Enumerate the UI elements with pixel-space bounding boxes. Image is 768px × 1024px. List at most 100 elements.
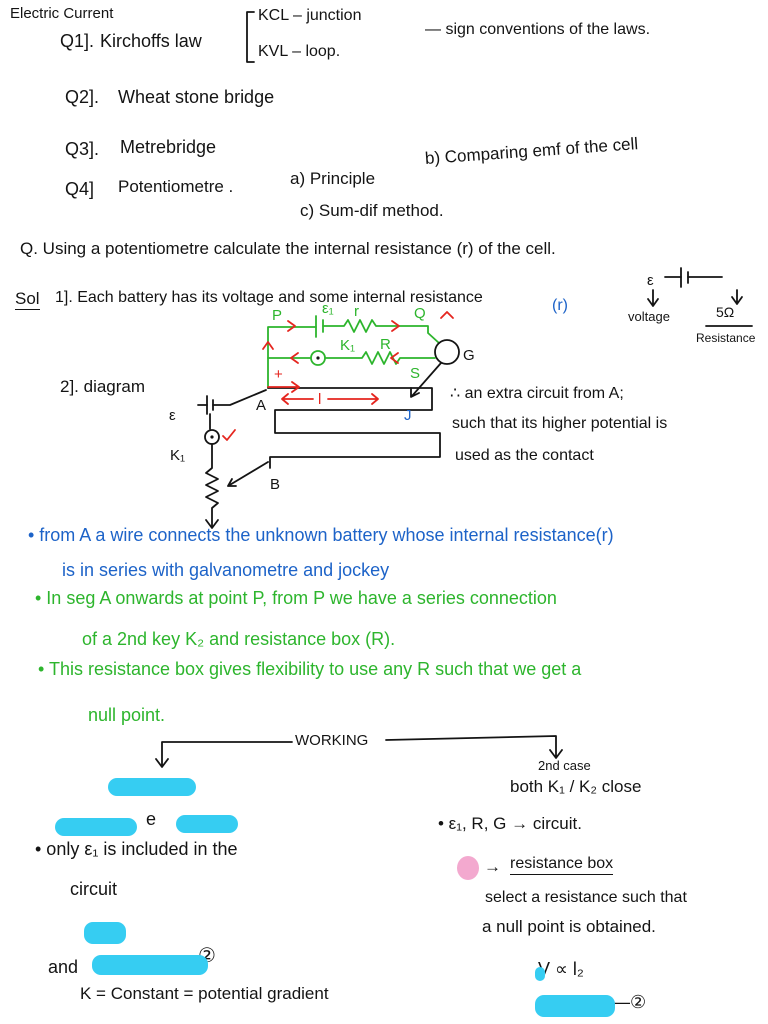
redaction-mark	[108, 778, 196, 796]
q4-text: Potentiometre .	[118, 177, 234, 196]
driver-wire-to-A	[212, 389, 267, 406]
cell-resistance-value: 5Ω	[716, 304, 735, 320]
current-arrow-icon	[391, 320, 400, 332]
current-arrow-icon	[262, 341, 274, 350]
current-arrow-icon	[287, 320, 296, 332]
q1-note: — sign conventions of the laws.	[425, 21, 651, 38]
current-arrow-icon	[290, 352, 299, 364]
key-k2-icon	[310, 350, 326, 366]
down-arrow-icon	[205, 519, 219, 529]
q4-label: Q4]	[65, 179, 95, 199]
potentiometer-wire	[267, 387, 441, 469]
potentiometer-circuit: l A J ε K₁ B	[169, 381, 441, 529]
right-line: both K₁ / K₂ close	[510, 777, 642, 796]
key-k1-dot	[210, 435, 214, 439]
redaction-mark	[535, 995, 615, 1017]
galvanometer-icon	[434, 339, 460, 365]
label-B: B	[270, 476, 280, 493]
label-r: r	[354, 303, 359, 320]
solution-label: Sol	[15, 289, 40, 310]
blue-note: is in series with galvanometre and jocke…	[62, 560, 390, 580]
label-S: S	[410, 365, 420, 382]
jockey-wire	[410, 362, 442, 398]
label-l: l	[318, 391, 321, 408]
left-line: • only ε₁ is included in the	[35, 839, 238, 859]
proportion-formula: V ∝ l₂	[538, 959, 584, 979]
label-K1-upper: K₁	[340, 337, 355, 354]
q3-label: Q3].	[65, 139, 100, 159]
label-plus: +	[274, 366, 283, 383]
left-line: circuit	[70, 879, 118, 899]
solution-point1: 1]. Each battery has its voltage and som…	[55, 289, 483, 306]
resistance-box-label: resistance box	[510, 856, 614, 875]
label-J: J	[404, 407, 412, 424]
redaction-mark	[176, 815, 238, 833]
working-right-branch	[385, 735, 563, 759]
q2-label: Q2].	[65, 87, 100, 107]
redaction-mark	[92, 955, 208, 975]
blue-note: • from A a wire connects the unknown bat…	[28, 525, 614, 545]
left-fragment: e	[146, 809, 157, 829]
resistance-arrow-icon	[731, 289, 743, 305]
cell-resistance-label: Resistance	[696, 331, 756, 345]
equation-number: —②	[612, 992, 647, 1012]
q1-label: Q1].	[60, 31, 95, 51]
q1-text: Kirchoffs law	[100, 31, 202, 51]
solution-point2: 2]. diagram	[60, 377, 146, 396]
left-and: and	[48, 957, 79, 977]
rheostat-slider	[227, 461, 269, 487]
redaction-mark	[84, 922, 126, 944]
potential-gradient-formula: K = Constant = potential gradient	[80, 984, 329, 1003]
q4-a: a) Principle	[290, 169, 376, 188]
right-line: a null point is obtained.	[482, 917, 656, 936]
auxiliary-circuit: P ε₁ r Q + K₁ R S G	[262, 300, 475, 398]
internal-resistance-symbol: (r)	[552, 297, 568, 314]
current-arrow-icon	[390, 352, 399, 364]
label-Q: Q	[414, 305, 426, 322]
label-G: G	[463, 347, 475, 364]
green-note: null point.	[88, 705, 166, 725]
cell-voltage-label: voltage	[628, 309, 670, 324]
label-A: A	[256, 397, 266, 414]
internal-resistance-r	[322, 319, 440, 344]
kirchhoff-bracket	[246, 11, 255, 63]
q1-kcl: KCL – junction	[258, 7, 362, 24]
right-line: select a resistance such that	[485, 889, 687, 906]
explanation-line: ∴ an extra circuit from A;	[450, 385, 624, 402]
working-heading: WORKING	[295, 732, 369, 749]
page-title: Electric Current	[10, 5, 114, 22]
cell-sketch: ε	[647, 267, 753, 327]
green-note: of a 2nd key K₂ and resistance box (R).	[82, 629, 396, 649]
explanation-line: used as the contact	[455, 447, 594, 464]
right-line: • ε₁, R, G → circuit.	[438, 814, 582, 833]
right-case: 2nd case	[538, 758, 591, 773]
q4-c: c) Sum-dif method.	[300, 201, 444, 220]
voltage-arrow-icon	[647, 289, 659, 307]
label-P: P	[272, 307, 282, 324]
main-question: Q. Using a potentiometre calculate the i…	[20, 239, 556, 258]
redaction-mark	[55, 818, 137, 836]
q1-kvl: KVL – loop.	[258, 43, 341, 60]
resistance-box-R	[325, 351, 436, 365]
label-R: R	[380, 336, 391, 353]
label-E: ε	[169, 407, 176, 424]
current-arrow-icon	[267, 381, 300, 393]
cell-emf-symbol: ε	[647, 272, 654, 289]
q3-text: Metrebridge	[120, 137, 217, 157]
q2-text: Wheat stone bridge	[118, 87, 275, 107]
explanation-line: such that its higher potential is	[452, 415, 668, 432]
check-mark-icon	[222, 429, 236, 441]
current-arrow-icon	[440, 311, 454, 319]
working-left-branch	[155, 741, 293, 768]
length-arrow-icon	[281, 393, 379, 405]
rheostat	[205, 443, 219, 527]
right-arrow: →	[484, 857, 501, 876]
aux-left-wire	[267, 326, 317, 389]
label-K1: K₁	[170, 447, 185, 464]
key-k2-dot	[316, 356, 320, 360]
pink-redaction-mark	[457, 856, 479, 880]
label-E1: ε₁	[322, 300, 334, 317]
green-note: • This resistance box gives flexibility …	[38, 659, 582, 679]
redaction-mark	[535, 967, 545, 981]
